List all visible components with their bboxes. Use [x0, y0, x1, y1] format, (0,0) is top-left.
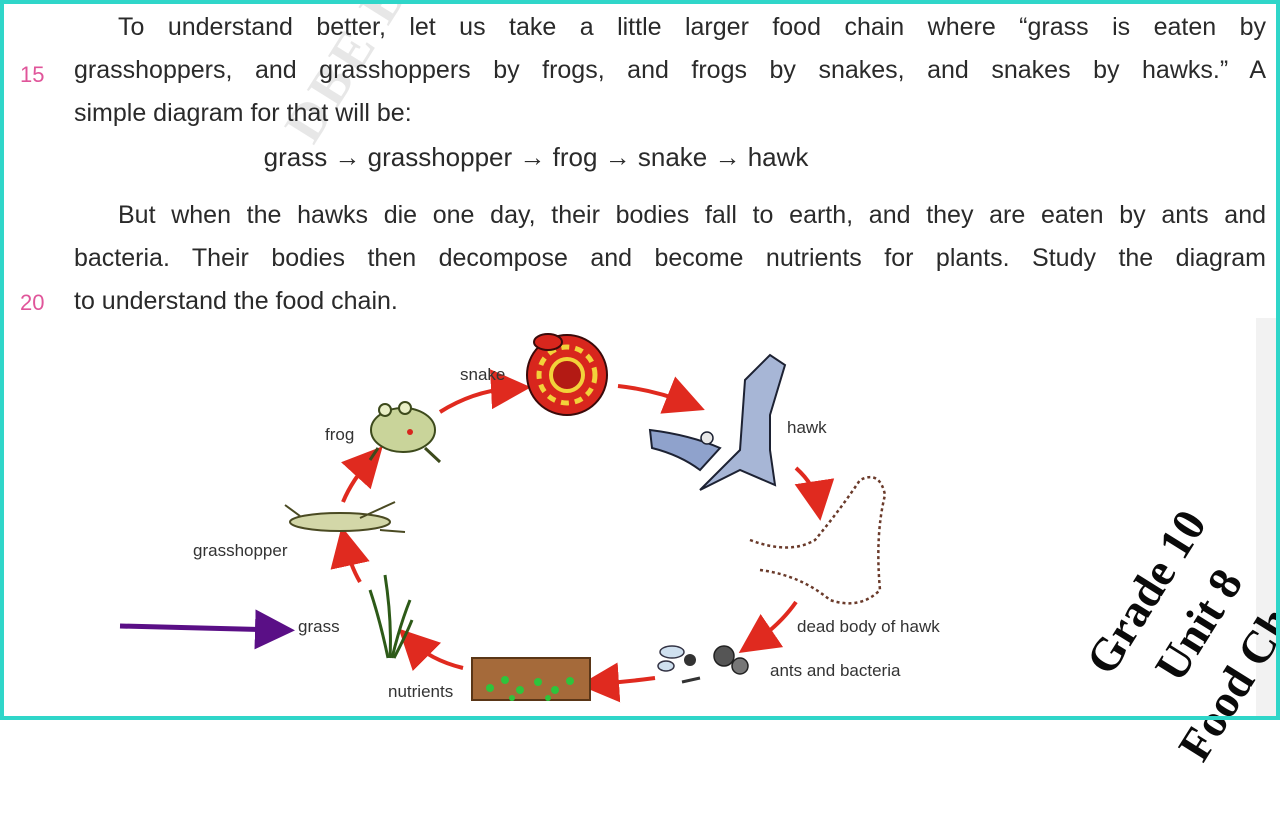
nutrients-illustration — [471, 657, 591, 701]
frog-illustration — [368, 401, 442, 464]
arrow-nutrients-to-grass — [398, 628, 464, 672]
label-grass: grass — [298, 617, 340, 636]
paragraph-2-line-1: But when the hawks die one day, their bo… — [118, 201, 1266, 229]
paragraph-2-line-3: to understand the food chain. — [74, 287, 398, 315]
label-nutrients: nutrients — [388, 682, 454, 701]
hawk-illustration — [648, 353, 787, 491]
arrow-dead-to-ants — [738, 600, 798, 653]
arrow-grass-to-grasshopper — [330, 526, 370, 584]
label-snake: snake — [460, 365, 506, 384]
line-number-15: 15 — [20, 62, 45, 87]
arrow-grasshopper-to-frog — [341, 446, 383, 503]
grass-illustration — [368, 574, 414, 659]
label-hawk: hawk — [787, 418, 827, 437]
label-frog: frog — [325, 425, 355, 444]
snake-illustration — [526, 333, 608, 416]
cycle-arrows — [330, 369, 835, 703]
arrow-frog-to-snake — [438, 369, 531, 414]
pointer-arrow — [119, 609, 295, 650]
paragraph-2-line-2: bacteria. Their bodies then decompose an… — [74, 244, 1266, 272]
paragraph-1-line-2: grasshoppers, and grasshoppers by frogs,… — [74, 56, 1266, 84]
ants-bacteria-illustration — [657, 645, 749, 684]
paragraph-1-line-1: To understand better, let us take a litt… — [118, 13, 1266, 41]
label-grasshopper: grasshopper — [193, 541, 288, 560]
arrow-ants-to-nutrients — [579, 662, 656, 703]
grasshopper-illustration — [284, 501, 406, 533]
food-chain-equation: grass → grasshopper → frog → snake → haw… — [263, 142, 809, 172]
label-dead-body-of-hawk: dead body of hawk — [797, 617, 940, 636]
paragraph-1-line-3: simple diagram for that will be: — [74, 99, 412, 127]
dead-hawk-illustration — [749, 475, 887, 605]
arrow-snake-to-hawk — [617, 376, 705, 414]
food-chain-illustration — [119, 333, 887, 703]
label-ants-and-bacteria: ants and bacteria — [770, 661, 901, 680]
line-number-20: 20 — [20, 290, 45, 315]
arrow-hawk-to-dead — [794, 466, 835, 521]
food-chain-diagram: snake frog hawk grasshopper grass dead b… — [0, 320, 1280, 720]
